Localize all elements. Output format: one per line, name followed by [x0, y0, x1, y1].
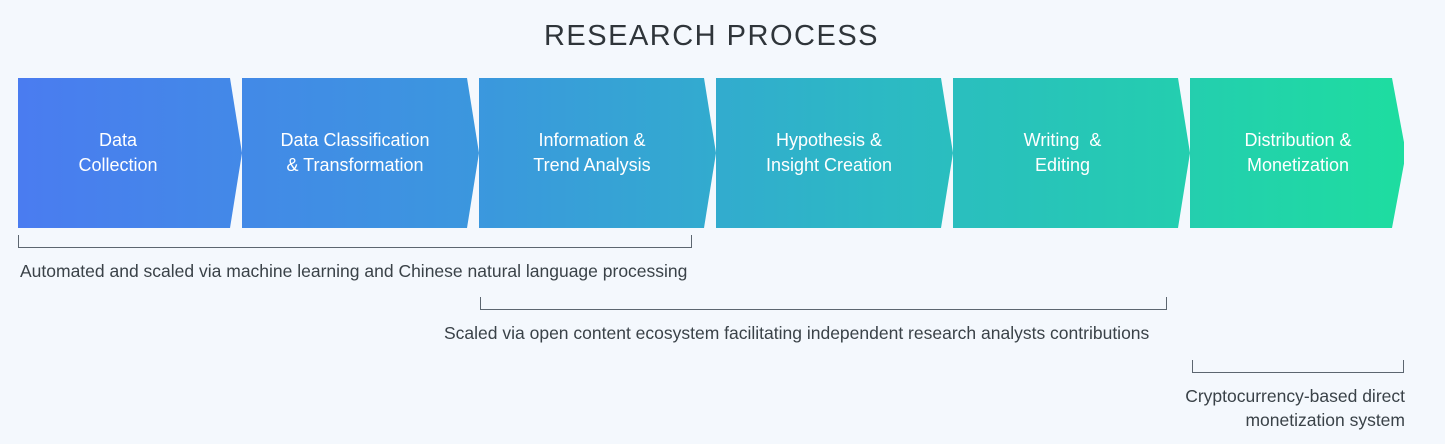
annotation-open-ecosystem: Scaled via open content ecosystem facili…: [444, 323, 1150, 343]
step-title-line: Monetization: [1246, 155, 1350, 175]
step-title-line: Distribution &: [1244, 130, 1352, 150]
step-hypothesis-insight: Hypothesis & Insight Creation: [717, 78, 941, 228]
step-writing-editing: Writing & Editing: [954, 78, 1171, 228]
annotation-line: monetization system: [1245, 410, 1405, 430]
diagram-title: RESEARCH PROCESS: [543, 20, 879, 52]
step-information-analysis: Information & Trend Analysis: [480, 78, 704, 228]
step-title-line: Editing: [1034, 155, 1091, 175]
step-title-line: & Transformation: [286, 155, 424, 175]
bracket-ml-automation: [18, 235, 692, 248]
step-title-line: Data Classification: [280, 130, 430, 150]
step-title-line: Writing &: [1023, 130, 1102, 150]
annotation-line: Cryptocurrency-based direct: [1185, 386, 1405, 406]
step-title-line: Collection: [78, 155, 158, 175]
step-title-line: Hypothesis &: [775, 130, 883, 150]
step-data-classification: Data Classification & Transformation: [243, 78, 467, 228]
step-title-line: Trend Analysis: [533, 155, 651, 175]
bracket-crypto-monetization: [1192, 360, 1404, 373]
step-title-line: Information &: [538, 130, 646, 150]
annotation-ml-automation: Automated and scaled via machine learnin…: [20, 261, 688, 281]
step-title-line: Insight Creation: [765, 155, 893, 175]
step-distribution-monetization: Distribution & Monetization: [1191, 78, 1405, 228]
step-title-line: Data: [98, 130, 137, 150]
annotation-crypto-monetization: Cryptocurrency-based direct monetization…: [1185, 384, 1405, 432]
bracket-open-ecosystem: [480, 297, 1167, 310]
